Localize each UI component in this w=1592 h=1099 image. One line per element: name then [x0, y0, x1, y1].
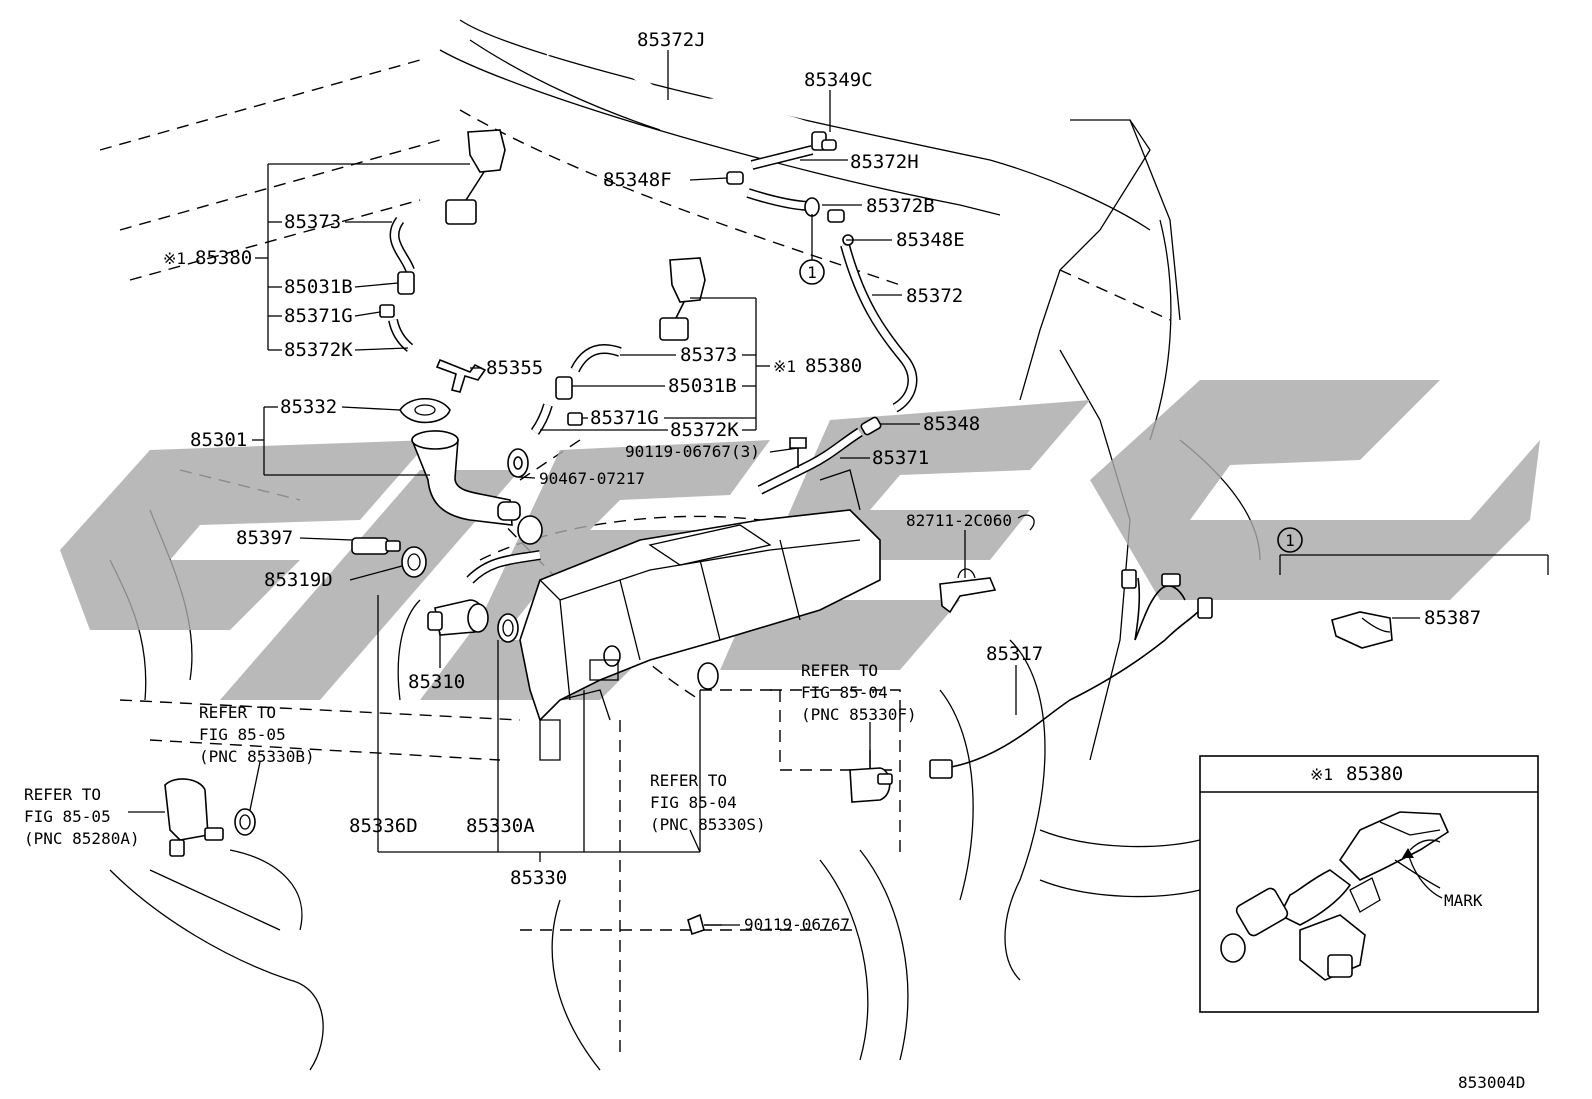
label-85372J: 85372J: [637, 29, 706, 51]
label-85332: 85332: [280, 396, 337, 418]
label-85348: 85348: [923, 413, 980, 435]
inset-asterisk: ※1: [1310, 765, 1333, 784]
refer-85330F-line1: REFER TO: [801, 661, 878, 680]
label-85372H: 85372H: [850, 151, 919, 173]
refer-note-85330F: REFER TO FIG 85-04 (PNC 85330F): [801, 661, 917, 724]
label-85336D: 85336D: [349, 815, 418, 837]
label-85310: 85310: [408, 671, 465, 693]
figure-code: 853004D: [1458, 1073, 1525, 1092]
refer-85330S-line2: FIG 85-04: [650, 793, 737, 812]
label-85397: 85397: [236, 527, 293, 549]
refer-85280A-line1: REFER TO: [24, 785, 101, 804]
refer-85330F-line3: (PNC 85330F): [801, 705, 917, 724]
refer-85280A-line3: (PNC 85280A): [24, 829, 140, 848]
refer-85330B-line2: FIG 85-05: [199, 725, 286, 744]
label-85330A: 85330A: [466, 815, 535, 837]
label-90119-06767-3: 90119-06767(3): [625, 442, 760, 461]
label-85372: 85372: [906, 285, 963, 307]
part-labels: 85372J 85349C 85372H 85348F 85372B 85348…: [163, 29, 1481, 934]
inset-mark-label: MARK: [1444, 891, 1483, 910]
circle-marker-1a-text: 1: [807, 263, 817, 282]
label-85371G-left: 85371G: [284, 305, 353, 327]
label-85372K-right: 85372K: [670, 419, 739, 441]
label-85373-right: 85373: [680, 344, 737, 366]
washer-tank: [519, 469, 881, 761]
label-asterisk-left: ※1: [163, 249, 186, 268]
refer-85330B-line3: (PNC 85330B): [199, 747, 315, 766]
circle-marker-1a: 1: [799, 259, 825, 285]
label-85330: 85330: [510, 867, 567, 889]
refer-85280A-line2: FIG 85-05: [24, 807, 111, 826]
label-90467-07217: 90467-07217: [539, 469, 645, 488]
refer-85330F-line2: FIG 85-04: [801, 683, 888, 702]
label-85380-right: 85380: [805, 355, 862, 377]
label-82711-2C060: 82711-2C060: [906, 511, 1012, 530]
label-85372K-left: 85372K: [284, 339, 353, 361]
label-85031B-left: 85031B: [284, 276, 353, 298]
leader-lines: [128, 50, 1549, 926]
label-85372B: 85372B: [866, 195, 935, 217]
label-85371G-right: 85371G: [590, 407, 659, 429]
label-85348E: 85348E: [896, 229, 965, 251]
refer-85330S-line1: REFER TO: [650, 771, 727, 790]
refer-85330B-line1: REFER TO: [199, 703, 276, 722]
refer-note-85280A: REFER TO FIG 85-05 (PNC 85280A): [24, 785, 140, 848]
refer-note-85330S: REFER TO FIG 85-04 (PNC 85330S): [650, 771, 766, 834]
refer-note-85330B: REFER TO FIG 85-05 (PNC 85330B): [199, 703, 315, 766]
label-90119-06767: 90119-06767: [744, 915, 850, 934]
hoses: [388, 35, 918, 701]
label-85031B-right: 85031B: [668, 375, 737, 397]
circle-marker-1b-text: 1: [1285, 531, 1295, 550]
label-85373-left: 85373: [284, 211, 341, 233]
label-85348F: 85348F: [603, 169, 672, 191]
label-85371: 85371: [872, 447, 929, 469]
label-85387: 85387: [1424, 607, 1481, 629]
label-85349C: 85349C: [804, 69, 873, 91]
circle-marker-1b: 1: [1277, 527, 1303, 553]
label-asterisk-right: ※1: [773, 357, 796, 376]
label-85301: 85301: [190, 429, 247, 451]
inset-part-number: 85380: [1346, 763, 1403, 785]
refer-85330S-line3: (PNC 85330S): [650, 815, 766, 834]
label-85319D: 85319D: [264, 569, 333, 591]
label-85317: 85317: [986, 643, 1043, 665]
small-parts: [164, 129, 1393, 936]
inset-detail-85380: ※1 85380 MARK: [1199, 755, 1539, 1013]
label-85380-left: 85380: [195, 247, 252, 269]
label-85355: 85355: [486, 357, 543, 379]
